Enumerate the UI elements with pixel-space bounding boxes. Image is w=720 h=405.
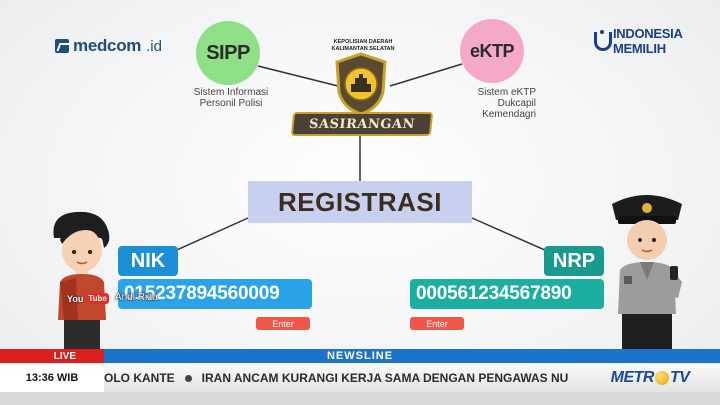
indonesia-memilih-line1: INDONESIA (613, 26, 683, 41)
registrasi-box: REGISTRASI (248, 181, 472, 223)
indonesia-memilih-icon (592, 30, 612, 52)
live-badge: LIVE (0, 349, 104, 363)
ticker-text: OLO KANTE IRAN ANCAM KURANGI KERJA SAMA … (104, 364, 574, 392)
nik-field[interactable]: 015237894560009 (118, 279, 312, 309)
ticker-bottom-bar (0, 392, 720, 405)
ticker-bar (0, 364, 720, 392)
nrp-field[interactable]: 000561234567890 (410, 279, 604, 309)
metrotv-logo: METR TV (580, 366, 720, 390)
line-sipp-badge (257, 65, 339, 87)
badge-caption: KEPOLISIAN DAERAH KALIMANTAN SELATAN (318, 39, 408, 53)
ticker-item: OLO KANTE (104, 371, 175, 385)
metrotv-globe-icon (654, 371, 669, 385)
ticker-header-bar (0, 349, 720, 363)
civilian-character (53, 211, 110, 350)
ektp-label: eKTP (469, 40, 515, 61)
medcom-logo-suffix: .id (146, 37, 162, 55)
indonesia-memilih-logo: INDONESIA MEMILIH (592, 26, 683, 56)
newsline-label: NEWSLINE (326, 350, 394, 362)
ticker-separator-icon (184, 374, 192, 382)
phone-icon (670, 266, 678, 280)
sipp-description: Sistem Informasi Personil Polisi (183, 87, 279, 109)
medcom-logo-text: medcom (73, 36, 142, 55)
indonesia-memilih-line2: MEMILIH (613, 41, 666, 56)
nik-label: NIK (118, 246, 178, 276)
source-credit: Andi Riza (115, 292, 158, 303)
badge-caption-line1: KEPOLISIAN DAERAH (333, 39, 393, 45)
sipp-label: SIPP (206, 41, 250, 64)
medcom-logo-icon (55, 39, 69, 53)
ektp-desc-line2: Dukcapil (497, 98, 536, 109)
sasirangan-banner: SASIRANGAN (290, 112, 434, 136)
police-character (612, 195, 682, 350)
ektp-circle: eKTP (460, 19, 524, 83)
police-badge-icon (335, 52, 387, 116)
metrotv-logo-prefix: METR (610, 369, 655, 386)
sipp-desc-line2: Personil Polisi (199, 98, 263, 109)
youtube-logo-tube: Tube (86, 293, 109, 304)
ticker-item: IRAN ANCAM KURANGI KERJA SAMA DENGAN PEN… (201, 371, 569, 385)
ektp-desc-line1: Sistem eKTP (477, 87, 536, 98)
sipp-desc-line1: Sistem Informasi (193, 87, 269, 98)
nik-enter-button[interactable]: Enter (256, 317, 310, 330)
youtube-logo-word: You (67, 293, 84, 304)
clock: 13:36 WIB (0, 364, 104, 392)
medcom-logo: medcom.id (55, 36, 162, 56)
ektp-description: Sistem eKTP Dukcapil Kemendagri (458, 87, 536, 120)
sipp-circle: SIPP (196, 21, 260, 85)
badge-caption-line2: KALIMANTAN SELATAN (331, 46, 395, 52)
metrotv-logo-suffix: TV (669, 369, 690, 386)
ektp-desc-line3: Kemendagri (482, 109, 536, 120)
nrp-enter-button[interactable]: Enter (410, 317, 464, 330)
nrp-label: NRP (544, 246, 604, 276)
line-ektp-badge (389, 63, 463, 87)
